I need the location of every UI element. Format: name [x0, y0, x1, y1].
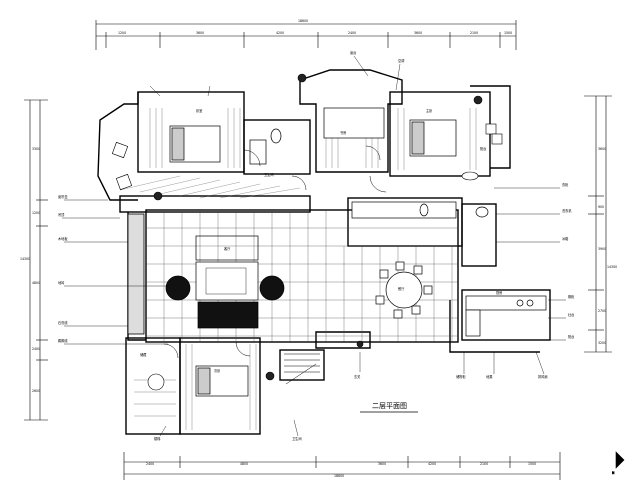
svg-text:3600: 3600 [598, 147, 606, 151]
leader-labels-top: 窗台 空调 [350, 50, 404, 63]
svg-text:N: N [612, 471, 615, 475]
svg-text:3600: 3600 [378, 462, 386, 466]
svg-text:排风扇: 排风扇 [538, 374, 548, 379]
svg-text:地漏: 地漏 [486, 374, 492, 379]
svg-text:卧室: 卧室 [196, 108, 202, 113]
svg-text:3600: 3600 [196, 31, 204, 35]
right-dimension-lines [584, 95, 612, 353]
leader-lines [62, 55, 566, 437]
leader-labels-bottom: 楼梯 卫生间 玄关 储物柜 地漏 排风扇 [154, 374, 548, 441]
svg-text:吊顶: 吊顶 [58, 213, 65, 217]
leader-labels-left: 窗帘盒 吊顶 木地板 地砖 石膏线 踢脚线 [58, 194, 68, 343]
svg-text:冰箱: 冰箱 [562, 236, 569, 241]
svg-text:卫生间: 卫生间 [264, 172, 274, 177]
svg-text:阳台: 阳台 [568, 334, 574, 339]
right-segment-dims: 14300 3600 900 3900 2700 3200 [598, 147, 617, 345]
stair-icon [284, 353, 320, 385]
svg-text:2400: 2400 [32, 347, 40, 351]
svg-text:2600: 2600 [32, 389, 40, 393]
svg-text:2400: 2400 [348, 31, 356, 35]
svg-text:2100: 2100 [480, 462, 488, 466]
toilet-icon [249, 128, 489, 218]
svg-text:空调: 空调 [398, 58, 404, 63]
svg-text:2100: 2100 [470, 31, 478, 35]
svg-text:客厅: 客厅 [224, 246, 231, 251]
top-overall-dim: 18600 [298, 19, 308, 23]
svg-text:1500: 1500 [528, 462, 536, 466]
bottom-dimension-lines [123, 452, 561, 480]
svg-text:卫生间: 卫生间 [292, 436, 302, 441]
svg-text:书房: 书房 [340, 130, 346, 135]
svg-text:4800: 4800 [240, 462, 248, 466]
svg-text:洗衣机: 洗衣机 [562, 208, 572, 213]
room-labels: 卧室 卫生间 书房 主卧 阳台 餐厅 客厅 厨房 次卧 储藏 [140, 108, 502, 373]
svg-text:橱柜: 橱柜 [568, 294, 575, 299]
svg-text:3300: 3300 [32, 147, 40, 151]
svg-text:石膏线: 石膏线 [58, 320, 68, 325]
svg-text:4200: 4200 [428, 462, 436, 466]
right-overall-dim: 14300 [607, 265, 617, 269]
svg-text:阳台: 阳台 [480, 146, 486, 151]
svg-text:3600: 3600 [414, 31, 422, 35]
bottom-overall-dim: 18600 [334, 474, 344, 478]
svg-text:玄关: 玄关 [354, 374, 361, 379]
kitchen-counter-icon [351, 201, 547, 337]
top-segment-dims: 1200 3600 4200 2400 3600 2100 1500 [118, 31, 512, 35]
svg-text:餐厅: 餐厅 [398, 286, 405, 291]
svg-text:灶台: 灶台 [568, 312, 574, 317]
top-dimension-lines [95, 20, 517, 50]
north-arrow-icon: N [612, 451, 625, 475]
balcony-chairs-icon [111, 123, 503, 391]
svg-text:窗帘盒: 窗帘盒 [58, 194, 68, 199]
left-overall-dim: 14300 [20, 257, 30, 261]
svg-text:3200: 3200 [598, 341, 606, 345]
leader-labels-right: 衣柜 洗衣机 冰箱 橱柜 灶台 阳台 [562, 182, 575, 339]
svg-text:木地板: 木地板 [58, 236, 68, 241]
svg-text:3900: 3900 [598, 247, 606, 251]
svg-text:踢脚线: 踢脚线 [58, 338, 68, 343]
svg-text:窗台: 窗台 [350, 50, 356, 55]
svg-text:2400: 2400 [146, 462, 154, 466]
svg-text:衣柜: 衣柜 [562, 182, 569, 187]
dining-table-icon [375, 261, 433, 319]
left-dimension-lines [24, 99, 48, 421]
plant-icon [153, 73, 483, 381]
drawing-title: 二层平面图 [372, 402, 407, 410]
bed-icon [169, 107, 457, 397]
svg-text:900: 900 [598, 205, 604, 209]
left-segment-dims: 14300 3300 1200 4800 2400 2600 [20, 147, 40, 393]
svg-text:1500: 1500 [504, 31, 512, 35]
svg-text:4800: 4800 [32, 281, 40, 285]
svg-text:储物柜: 储物柜 [456, 374, 466, 379]
svg-text:次卧: 次卧 [214, 368, 221, 373]
svg-text:地砖: 地砖 [58, 280, 65, 285]
svg-text:楼梯: 楼梯 [154, 436, 161, 441]
bottom-segment-dims: 2400 4800 3600 4200 2100 1500 [146, 462, 536, 466]
door-swings [163, 145, 387, 359]
svg-text:1200: 1200 [118, 31, 126, 35]
hallway-hatch [119, 175, 301, 199]
svg-text:4200: 4200 [276, 31, 284, 35]
wall-column [127, 213, 145, 335]
svg-text:2700: 2700 [598, 309, 606, 313]
svg-text:厨房: 厨房 [496, 290, 502, 295]
svg-text:1200: 1200 [32, 211, 40, 215]
svg-text:储藏: 储藏 [140, 352, 147, 357]
exterior-walls [97, 69, 551, 435]
sofa-set-icon [165, 235, 285, 329]
svg-text:主卧: 主卧 [426, 108, 433, 113]
